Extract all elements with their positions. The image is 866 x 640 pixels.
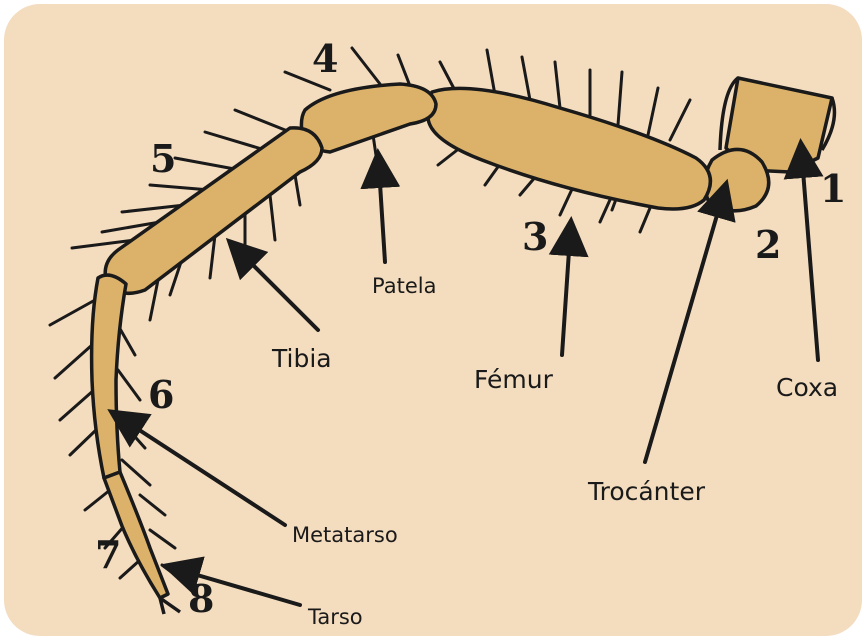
number-7: 7 (95, 532, 121, 577)
label-metatarso: Metatarso (292, 523, 398, 547)
trocanter-segment (705, 149, 769, 210)
label-patela: Patela (372, 274, 436, 298)
number-4: 4 (312, 36, 338, 81)
number-2: 2 (755, 222, 781, 267)
number-8: 8 (188, 576, 214, 621)
number-3: 3 (522, 214, 548, 259)
label-trocanter: Trocánter (587, 477, 706, 506)
label-femur: Fémur (474, 365, 554, 394)
number-6: 6 (148, 372, 174, 417)
label-coxa: Coxa (776, 373, 838, 402)
label-tibia: Tibia (271, 344, 332, 373)
number-5: 5 (150, 136, 176, 181)
number-1: 1 (820, 166, 846, 211)
label-tarso: Tarso (307, 605, 363, 629)
